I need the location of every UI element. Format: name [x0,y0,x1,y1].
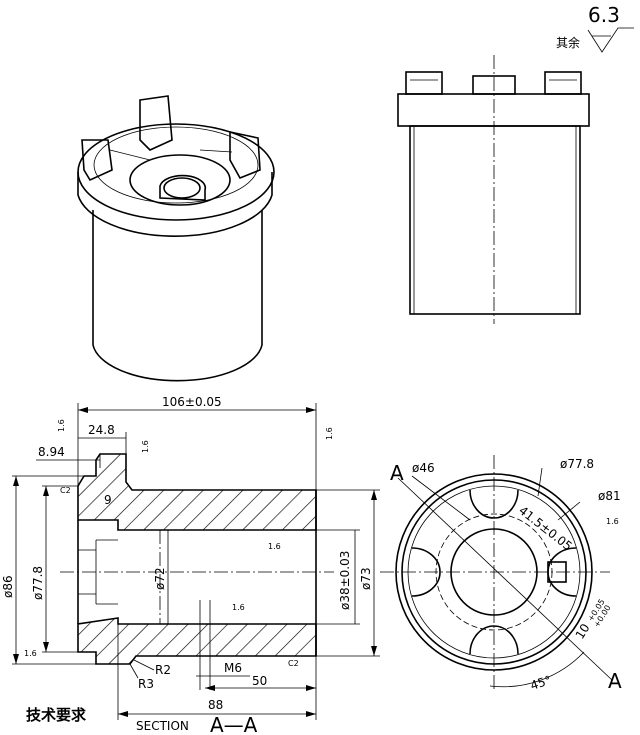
section-dimensions: 106±0.05 24.8 8.94 9 C2 ø86 ø77.8 ø72 [1,395,380,720]
dim-overall-length: 106±0.05 [162,395,222,409]
roughness-2: 1.6 [141,440,150,453]
dim-groove: 9 [104,493,112,507]
chamfer-left: C2 [60,486,71,495]
section-letters: A—A [210,713,258,735]
dim-body-dia: ø73 [359,567,373,590]
roughness-1: 1.6 [57,419,66,432]
dim-77-8: ø77.8 [560,457,594,471]
section-word: SECTION [136,719,189,733]
dim-slot: 10 [573,621,593,641]
dim-46: ø46 [412,461,435,475]
thread-m6: M6 [224,661,242,675]
roughness-4: 1.6 [268,542,281,551]
default-roughness-label: 其余 [556,35,580,50]
chamfer-right: C2 [288,659,299,668]
dim-bore-dia: ø72 [153,567,167,590]
end-view [380,455,613,690]
dim-flange: 8.94 [38,445,65,459]
dim-base-len: 88 [208,698,223,712]
dim-81: ø81 [598,489,621,503]
roughness-5: 1.6 [232,603,245,612]
front-view [397,55,590,324]
default-roughness-symbol: 其余 6.3 [556,3,634,53]
roughness-6: 1.6 [24,649,37,658]
cut-letter-top: A [390,461,404,485]
radius-r3: R3 [138,677,154,691]
dim-angle: 45° [529,673,554,693]
isometric-view [77,95,275,382]
dim-flange-dia: ø77.8 [31,566,45,600]
dim-shoulder: 24.8 [88,423,115,437]
roughness-check-icon [587,27,634,53]
end-view-dimensions: A A ø46 ø77.8 ø81 1.6 41.5±0.05 10 +0.05… [390,457,622,693]
dim-thread-len: 50 [252,674,267,688]
radius-r2: R2 [155,663,171,677]
section-view [60,453,334,690]
dim-inner-dia: ø38±0.03 [338,551,352,610]
roughness-7: 1.6 [606,517,619,526]
default-roughness-value: 6.3 [588,3,620,27]
dim-outer-dia: ø86 [1,575,15,598]
roughness-3: 1.6 [325,427,334,440]
cut-letter-bottom: A [608,669,622,693]
tech-requirements-heading: 技术要求 [26,706,87,724]
